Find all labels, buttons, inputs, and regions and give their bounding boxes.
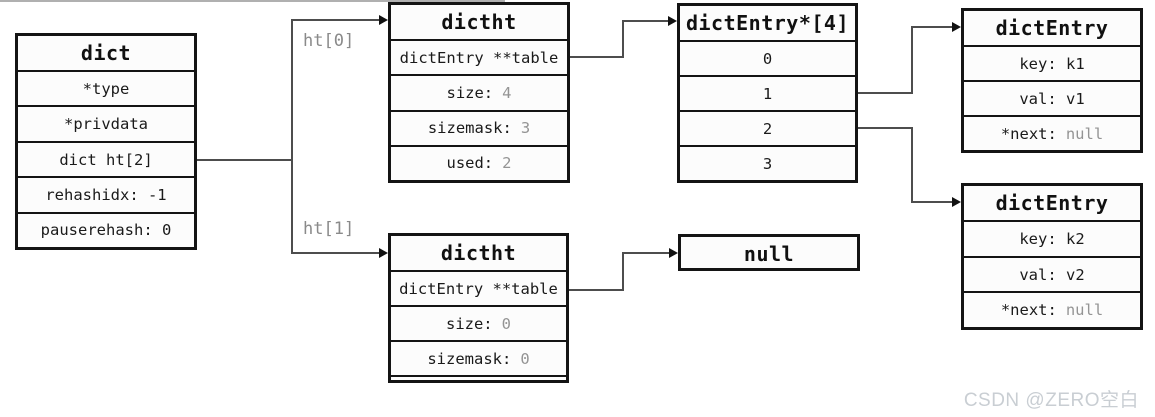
array-slot-2: 2 [680, 110, 855, 145]
dict-struct-box: dict *type *privdata dict ht[2] rehashid… [15, 33, 197, 250]
dictht-top-title: dictht [441, 10, 517, 34]
connector-table-vertical [622, 20, 624, 58]
connector-dict-out [197, 159, 293, 161]
connector-split-vertical [291, 19, 293, 254]
entry2-row-next: *next:null [964, 291, 1140, 327]
arrowhead-null-icon [669, 248, 678, 258]
array-slot-1: 1 [680, 75, 855, 110]
dictht-bottom-row-size: size:0 [391, 305, 566, 340]
dictht-bottom-row-table: dictEntry **table [391, 270, 566, 305]
connector-slot1-vertical [911, 26, 913, 94]
entry2-row-key: key: k2 [964, 220, 1140, 256]
dictht-top-box: dictht dictEntry **table size:4 sizemask… [388, 2, 570, 183]
arrowhead-ht0-icon [379, 15, 388, 25]
connector-slot2-horizontal [913, 201, 953, 203]
dictht-top-row-table: dictEntry **table [391, 39, 567, 74]
null-box-title: null [743, 242, 795, 266]
connector-ht0-horizontal [293, 19, 380, 21]
dictht-top-row-sizemask: sizemask:3 [391, 109, 567, 145]
entry1-row-next: *next:null [964, 115, 1140, 150]
dict-row-type: *type [18, 70, 194, 105]
csdn-watermark: CSDN @ZERO空白 [963, 390, 1139, 411]
arrowhead-entry2-icon [952, 197, 961, 207]
dictht-top-row-size: size:4 [391, 74, 567, 109]
ht1-label: ht[1] [303, 219, 355, 239]
dict-row-rehashidx: rehashidx: -1 [18, 176, 194, 211]
dict-row-ht: dict ht[2] [18, 140, 194, 176]
dict-entry-k1-title: dictEntry [995, 16, 1109, 40]
dict-entry-k2-box: dictEntry key: k2 val: v2 *next:null [961, 183, 1143, 330]
connector-slot2-vertical [911, 127, 913, 203]
dict-entry-array-box: dictEntry*[4] 0 1 2 3 [677, 3, 858, 183]
dict-box-title: dict [80, 41, 132, 65]
connector-table-horizontal [624, 20, 669, 22]
dictht-bottom-row-sizemask: sizemask:0 [391, 340, 566, 375]
arrowhead-entry1-icon [952, 22, 961, 32]
top-edge-artifact [0, 0, 505, 2]
array-slot-3: 3 [680, 145, 855, 180]
ht0-label: ht[0] [303, 31, 355, 51]
dictht-bottom-row-cutoff [391, 375, 566, 380]
connector-slot1-horizontal [913, 26, 953, 28]
dict-row-pauserehash: pauserehash: 0 [18, 211, 194, 247]
connector-table2-vertical [622, 252, 624, 291]
entry1-row-key: key: k1 [964, 45, 1140, 80]
dict-row-privdata: *privdata [18, 105, 194, 140]
entry2-row-val: val: v2 [964, 255, 1140, 292]
dictht-top-row-used: used:2 [391, 144, 567, 180]
null-box: null [678, 234, 860, 271]
entry1-row-val: val: v1 [964, 80, 1140, 115]
dict-entry-k2-title: dictEntry [995, 191, 1109, 215]
array-slot-0: 0 [680, 40, 855, 75]
dictht-bottom-box: dictht dictEntry **table size:0 sizemask… [388, 233, 569, 383]
dictht-bottom-title: dictht [440, 241, 517, 265]
connector-table2-horizontal [624, 252, 670, 254]
connector-table-out [570, 56, 624, 58]
connector-ht1-horizontal [293, 252, 380, 254]
dict-entry-k1-box: dictEntry key: k1 val: v1 *next:null [961, 8, 1143, 153]
arrowhead-ht1-icon [379, 248, 388, 258]
connector-table2-out [569, 289, 624, 291]
dict-entry-array-title: dictEntry*[4] [685, 11, 850, 35]
connector-slot1-out [858, 92, 913, 94]
arrowhead-array-icon [668, 16, 677, 26]
connector-slot2-out [858, 127, 913, 129]
